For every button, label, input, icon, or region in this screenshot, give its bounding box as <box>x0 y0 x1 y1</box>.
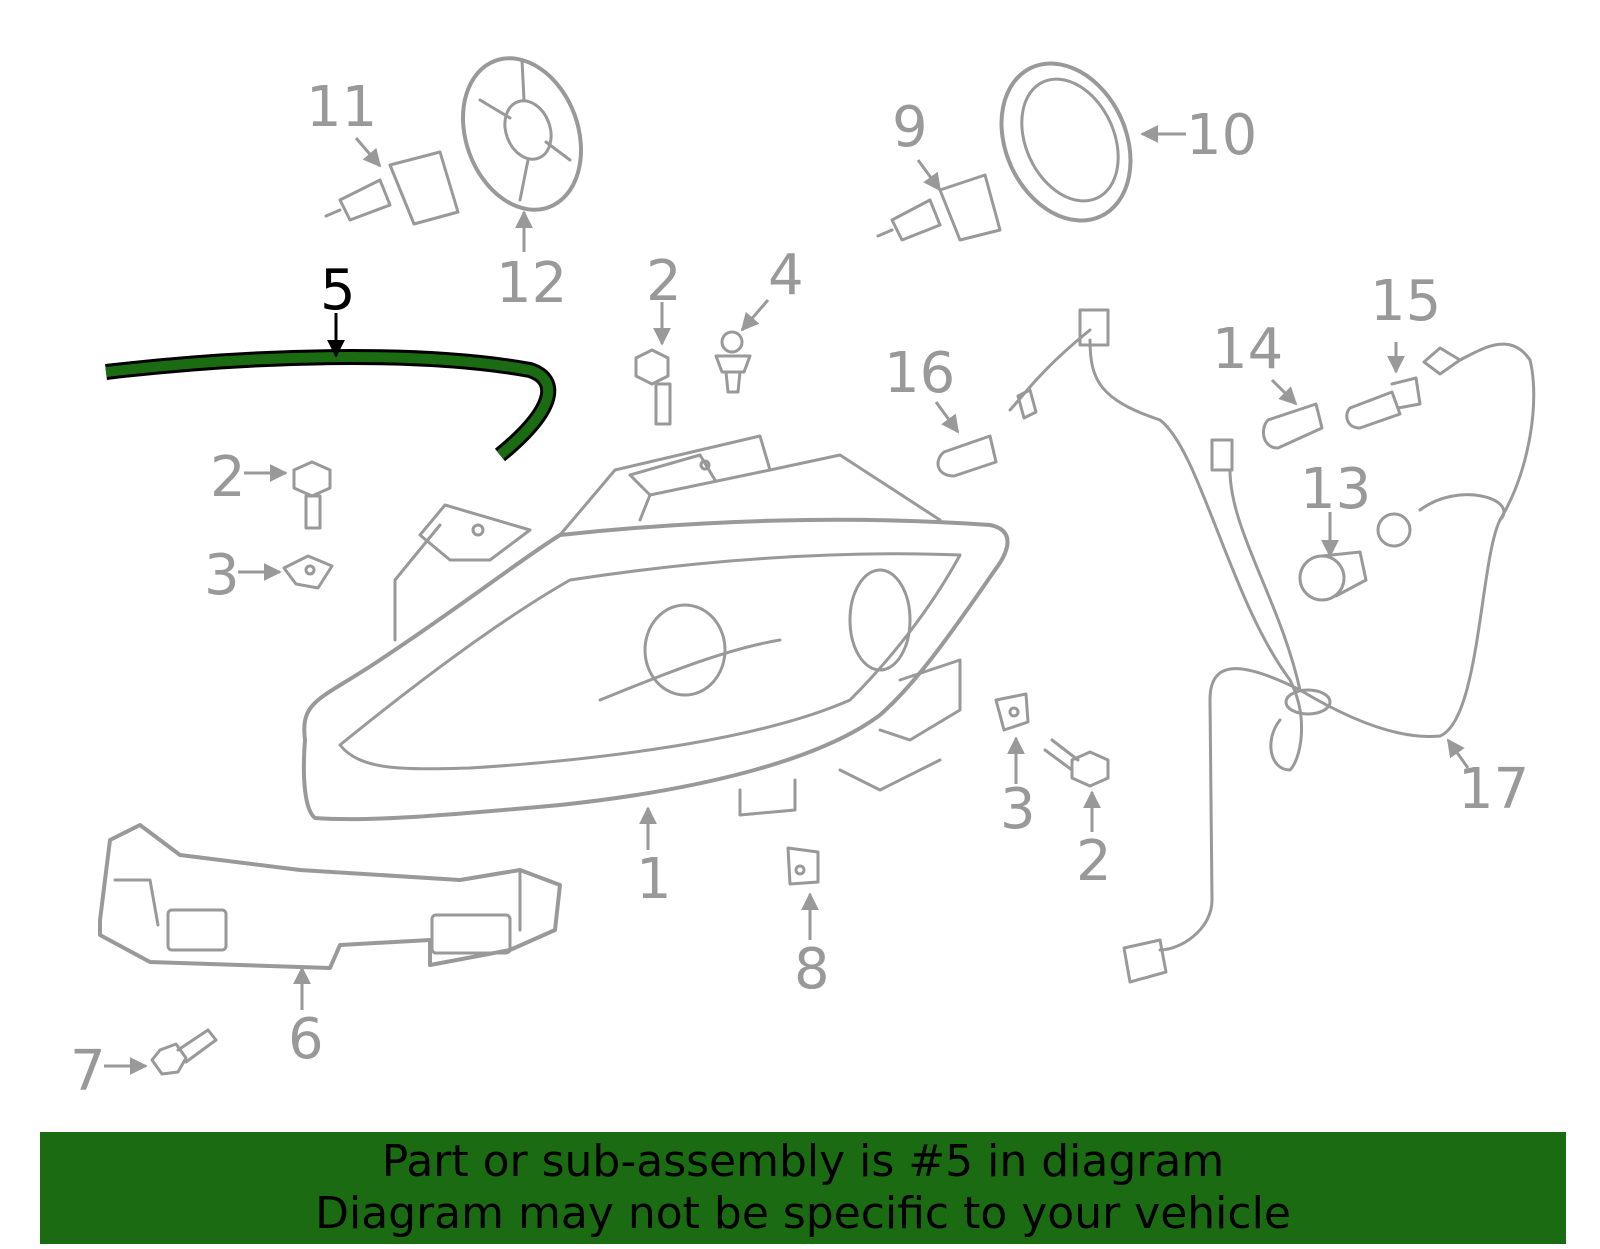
part-6-lower-bracket <box>98 823 562 970</box>
callout-17: 17 <box>1458 757 1529 822</box>
callout-12: 12 <box>496 251 567 316</box>
callout-10: 10 <box>1186 103 1257 168</box>
callout-14-arrow <box>1270 378 1298 406</box>
callout-1: 1 <box>636 847 672 912</box>
part-16-bulb <box>936 434 998 478</box>
callout-3-right: 3 <box>1000 777 1036 842</box>
part-17-wiring-harness <box>1008 308 1536 984</box>
callout-6: 6 <box>288 1007 324 1072</box>
callout-16-arrow <box>934 401 960 434</box>
part-2-bolt-upper <box>634 348 672 426</box>
part-11-bulb <box>324 150 460 226</box>
callout-5: 5 <box>320 258 356 323</box>
part-2-bolt-right <box>1043 738 1110 788</box>
callout-8: 8 <box>794 937 830 1002</box>
part-15-bulb <box>1345 376 1422 430</box>
part-5-seal-strip[interactable] <box>105 349 557 462</box>
callout-9-arrow <box>916 159 942 192</box>
callout-13: 13 <box>1300 457 1371 522</box>
callout-11-arrow <box>354 137 382 168</box>
part-3-clip-left <box>282 554 334 590</box>
banner-line-1: Part or sub-assembly is #5 in diagram <box>381 1136 1225 1187</box>
callout-15: 15 <box>1370 269 1441 334</box>
callout-4: 4 <box>768 243 804 308</box>
part-12-socket-cover <box>461 56 583 212</box>
part-13-bulb <box>1298 550 1368 602</box>
callout-11: 11 <box>306 75 377 140</box>
part-2-bolt-left <box>292 460 332 530</box>
part-7-bolt <box>150 1028 218 1076</box>
callout-4-arrow <box>740 299 770 332</box>
callout-14: 14 <box>1212 317 1283 382</box>
banner-line-2: Diagram may not be specific to your vehi… <box>315 1188 1291 1239</box>
info-banner: Part or sub-assembly is #5 in diagram Di… <box>40 1132 1566 1244</box>
part-14-bulb <box>1261 402 1324 450</box>
callout-3-left: 3 <box>204 543 240 608</box>
callout-2-left: 2 <box>210 445 246 510</box>
callout-16: 16 <box>884 341 955 406</box>
part-9-bulb <box>876 173 1002 242</box>
callout-9: 9 <box>892 95 928 160</box>
part-8-clip <box>786 846 820 886</box>
part-3-clip-right <box>994 692 1030 732</box>
part-4-push-clip <box>714 330 752 394</box>
callout-2-upper: 2 <box>646 249 682 314</box>
callout-17-arrow <box>1446 738 1470 769</box>
part-1-headlamp-assembly <box>301 434 1010 822</box>
part-10-cover <box>999 61 1133 223</box>
callout-2-right: 2 <box>1076 829 1112 894</box>
callout-7: 7 <box>70 1039 106 1104</box>
